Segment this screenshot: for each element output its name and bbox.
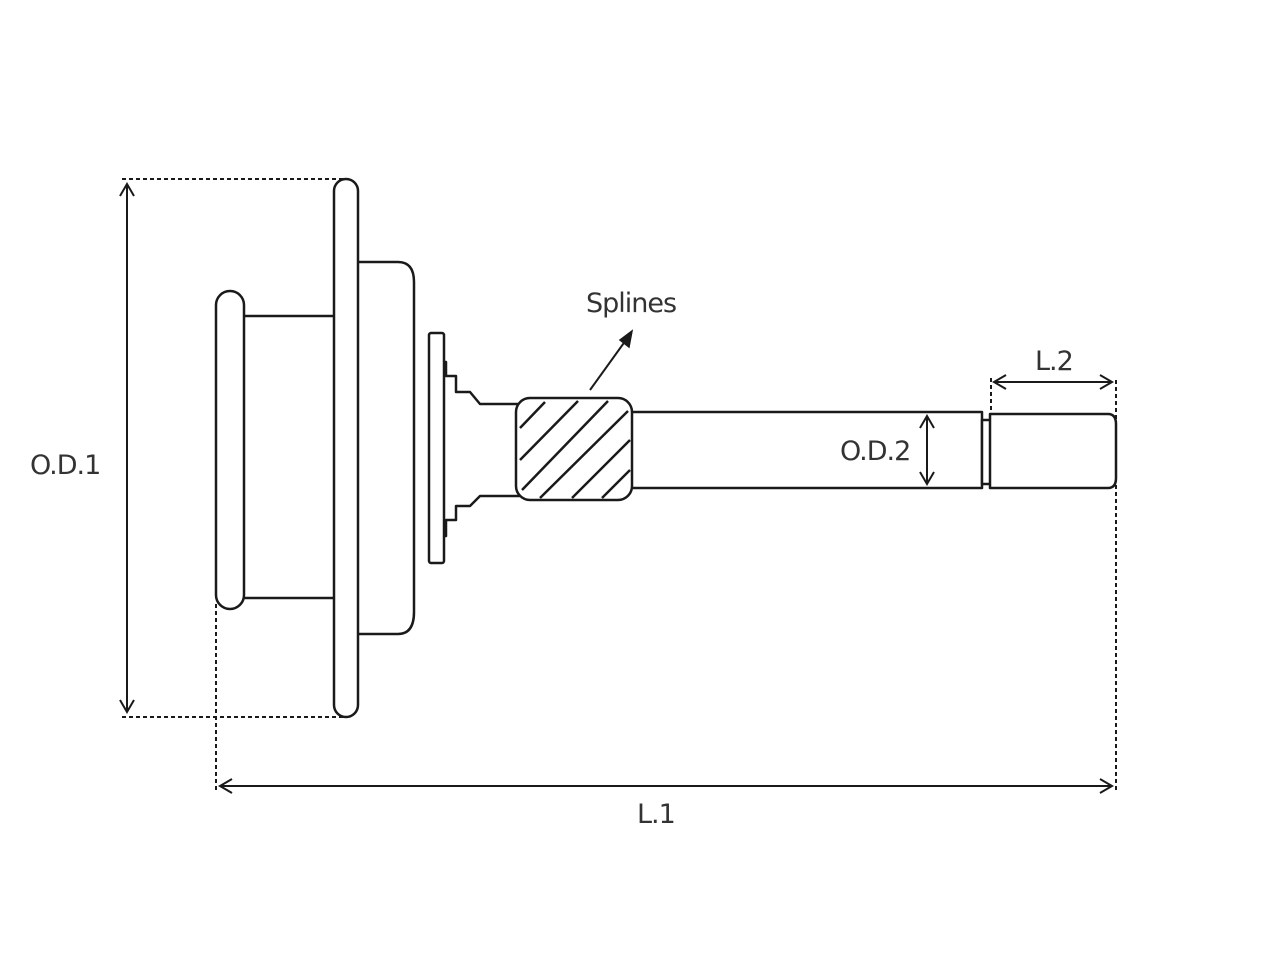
washer-plate [427,331,446,565]
od2-dimension [919,414,935,486]
l1-dimension [215,380,1117,794]
hub-body [234,314,342,600]
splines-leader [589,329,634,391]
l1-label: L.1 [637,799,675,830]
splines-label: Splines [586,288,676,319]
od1-dimension [119,178,346,718]
od1-label: O.D.1 [30,450,100,481]
spline-sleeve [514,396,634,502]
main-shaft [626,410,984,490]
stepped-neck [438,360,522,538]
drive-assembly [214,177,1118,719]
main-flange [332,177,360,719]
l2-dimension [990,374,1114,414]
spline-grooves [519,400,631,499]
labels: O.D.1 O.D.2 L.1 L.2 Splines [30,288,1074,830]
shaft-end [988,412,1118,490]
housing-cup [350,260,416,636]
left-collar [214,289,246,611]
l2-label: L.2 [1035,346,1073,377]
od2-label: O.D.2 [840,436,910,467]
dimension-lines [119,178,1117,794]
splines-leader-arrowhead [618,329,634,349]
